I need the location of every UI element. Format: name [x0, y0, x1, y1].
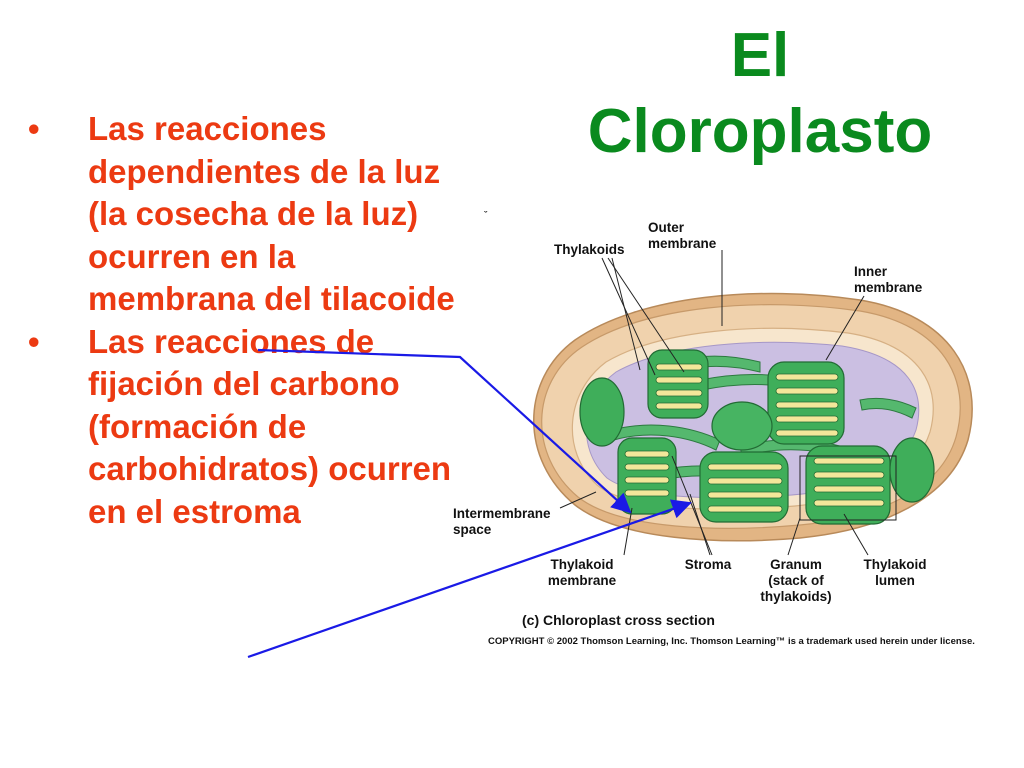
granum-stack-2	[767, 361, 845, 445]
slide-title-line-2: Cloroplasto	[587, 97, 933, 166]
label-thylakoid-lumen-line-1: Thylakoid	[863, 557, 926, 572]
bullet-marker: •	[28, 322, 40, 360]
slide-title-line-1: El	[730, 21, 790, 90]
granum-stack-4	[699, 451, 789, 523]
diagram-caption: (c) Chloroplast cross section	[522, 612, 715, 628]
label-outer-membrane-line-2: membrane	[648, 236, 717, 251]
bullet-item-light-reactions: • Las reacciones dependientes de la luz …	[28, 108, 458, 321]
label-inner-membrane-line-2: membrane	[854, 280, 923, 295]
label-thylakoid-membrane-line-2: membrane	[548, 573, 617, 588]
label-granum-line-2: (stack of	[768, 573, 824, 588]
label-inner-membrane-line-1: Inner	[854, 264, 888, 279]
slide-title: El Cloroplasto	[540, 18, 980, 170]
label-outer-membrane-line-1: Outer	[648, 220, 685, 235]
label-granum-line-3: thylakoids)	[760, 589, 831, 604]
label-thylakoid-lumen-line-2: lumen	[875, 573, 915, 588]
label-intermembrane-space-line-2: space	[453, 522, 492, 537]
arrow-to-thylakoid-membrane	[257, 348, 632, 514]
bullet-text-light-reactions: Las reacciones dependientes de la luz (l…	[88, 110, 455, 317]
label-granum-line-1: Granum	[770, 557, 822, 572]
diagram-copyright: COPYRIGHT © 2002 Thomson Learning, Inc. …	[488, 636, 975, 647]
stray-mark: ˇ	[484, 210, 488, 221]
bullet-marker: •	[28, 110, 40, 147]
granum-stack-side	[579, 377, 935, 503]
arrow-to-stroma	[247, 499, 692, 659]
granum-stack-3	[617, 437, 677, 515]
granum-stack-1	[647, 349, 709, 419]
label-stroma: Stroma	[685, 557, 732, 572]
label-thylakoids: Thylakoids	[554, 242, 625, 257]
granum-stack-5	[805, 445, 891, 525]
label-intermembrane-space-line-1: Intermembrane	[453, 506, 551, 521]
label-leaders	[559, 250, 869, 556]
label-thylakoid-membrane-line-1: Thylakoid	[550, 557, 613, 572]
